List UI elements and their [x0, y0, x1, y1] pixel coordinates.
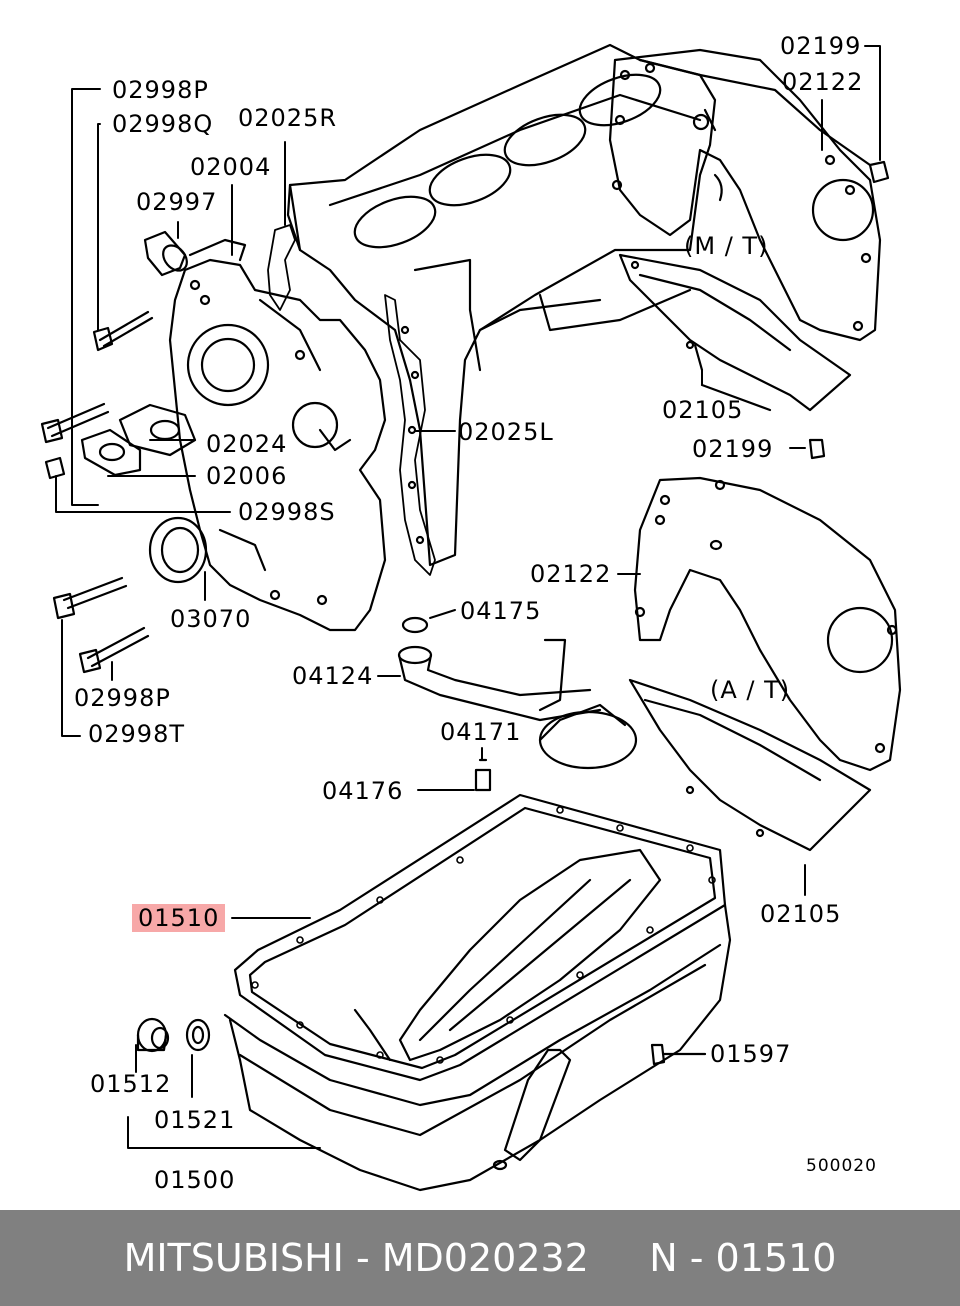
label-02024: 02024 — [206, 430, 288, 458]
parts-diagram: 02998P 02998Q 02025R 02004 02997 02024 0… — [40, 32, 902, 1194]
oil-pan-gasket-drawing — [233, 793, 727, 1082]
label-01597: 01597 — [710, 1040, 792, 1068]
label-02997: 02997 — [136, 188, 218, 216]
bell-cover-mt-drawing — [618, 253, 852, 412]
label-02105-lower: 02105 — [760, 900, 842, 928]
engine-block-drawing — [286, 43, 717, 567]
exploded-view-drawing — [40, 43, 902, 1192]
figure-code: 500020 — [806, 1156, 877, 1176]
label-02122-lower: 02122 — [530, 560, 612, 588]
label-04171: 04171 — [440, 718, 522, 746]
label-at: (A / T) — [710, 676, 791, 704]
label-mt: (M / T) — [684, 232, 769, 260]
label-02998P-bottom: 02998P — [74, 684, 171, 712]
oil-seal-drawing — [148, 516, 208, 584]
part-number-caption: MITSUBISHI - MD020232 N - 01510 — [123, 1236, 837, 1280]
bolt-02199-drawing — [808, 160, 890, 460]
label-02006: 02006 — [206, 462, 288, 490]
bell-cover-at-drawing — [628, 678, 872, 852]
label-04176: 04176 — [322, 777, 404, 805]
label-01510-highlighted: 01510 — [132, 904, 226, 932]
label-02004: 02004 — [190, 153, 272, 181]
label-03070: 03070 — [170, 605, 252, 633]
label-02025L: 02025L — [458, 418, 554, 446]
bolts-left-drawing — [40, 310, 154, 674]
label-04175: 04175 — [460, 597, 542, 625]
label-01521: 01521 — [154, 1106, 236, 1134]
label-02199-top: 02199 — [780, 32, 862, 60]
label-02998T: 02998T — [88, 720, 186, 748]
gasket-02025r-drawing — [267, 224, 296, 311]
rear-plate-mt-drawing — [608, 48, 882, 342]
footer-bar: MITSUBISHI - MD020232 N - 01510 — [0, 1210, 960, 1306]
label-02998S: 02998S — [238, 498, 336, 526]
label-01512: 01512 — [90, 1070, 172, 1098]
label-02105-top: 02105 — [662, 396, 744, 424]
label-02998Q: 02998Q — [112, 110, 214, 138]
oil-pan-drawing — [223, 848, 732, 1192]
oil-strainer-drawing — [397, 616, 638, 792]
label-02025R: 02025R — [238, 104, 338, 132]
front-cover-drawing — [168, 238, 387, 632]
label-02122-top: 02122 — [782, 68, 864, 96]
label-01500: 01500 — [154, 1166, 236, 1194]
drain-plug-drawing — [136, 1017, 170, 1053]
gasket-02025l-drawing — [384, 294, 436, 576]
label-02199-mid: 02199 — [692, 435, 774, 463]
leader-lines — [55, 45, 881, 1149]
label-02998P-top: 02998P — [112, 76, 209, 104]
rear-plate-at-drawing — [633, 476, 902, 772]
washer-drawing — [185, 1018, 211, 1052]
label-04124: 04124 — [292, 662, 374, 690]
fitting-02997-drawing — [143, 230, 188, 277]
